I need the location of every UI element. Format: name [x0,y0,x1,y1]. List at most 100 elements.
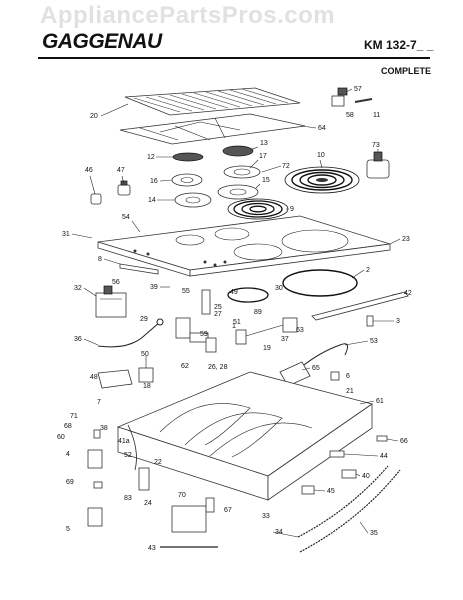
thermostat-knob [366,151,390,179]
ring-reflector-2 [282,269,358,297]
callout-60: 60 [57,434,65,441]
callout-53: 53 [370,338,378,345]
callout-31: 31 [62,231,70,238]
callout-17: 17 [259,153,267,160]
transformer-70 [171,497,215,533]
heating-cable-35 [299,469,401,553]
callout-25: 25 [214,304,222,311]
callout-73: 73 [372,142,380,149]
callout-15: 15 [262,177,270,184]
callout-89: 89 [254,309,262,316]
ring-30 [227,287,269,303]
callout-55: 55 [182,288,190,295]
bracket-24 [138,467,150,491]
pan-support-grid [119,113,306,145]
callout-6: 6 [346,373,350,380]
callout-56: 56 [112,279,120,286]
callout-11: 11 [373,112,380,119]
callout-9: 9 [290,206,294,213]
callout-24: 24 [144,500,152,507]
callout-8: 8 [98,256,102,263]
bottom-housing-tray [116,371,373,501]
callout-70: 70 [178,492,186,499]
gas-valve-assembly [175,289,298,353]
callout-27: 27 [214,311,222,318]
callout-14: 14 [148,197,156,204]
callout-33: 33 [262,513,270,520]
trim-strip-56 [119,263,159,275]
callout-26-28: 26, 28 [208,364,228,371]
callout-30: 30 [275,285,283,292]
callout-68: 68 [64,423,72,430]
burner-cap-12 [172,152,204,162]
watermark-text: AppliancePartsPros.com [40,2,336,29]
thermocouple-wire-53 [299,343,349,369]
callout-7: 7 [97,399,101,406]
callout-54: 54 [122,214,130,221]
model-number: KM 132-7_ _ [364,38,434,52]
callout-4: 4 [66,451,70,458]
callout-19: 19 [263,345,271,352]
fitting-21 [330,371,340,381]
callout-48: 48 [90,374,98,381]
callout-20: 20 [90,113,98,120]
burner-head-17 [223,165,261,179]
callout-36: 36 [74,336,82,343]
heating-element-large [284,166,360,194]
callout-45: 45 [327,488,335,495]
cooktop-surface [97,215,391,277]
callout-23: 23 [402,236,410,243]
callout-37: 37 [281,336,289,343]
connector-58 [331,87,348,107]
callout-62: 62 [181,363,189,370]
burner-body-15 [217,184,259,200]
callout-21: 21 [346,388,354,395]
callout-43: 43 [148,545,156,552]
screw-11 [354,98,373,103]
callout-58: 58 [346,112,354,119]
heating-element-small [227,198,289,220]
electrode-3 [366,315,374,327]
bracket-49 [97,369,133,389]
callout-32: 32 [74,285,82,292]
callout-52: 52 [124,452,132,459]
callout-47: 47 [117,167,125,174]
callout-42: 42 [404,290,412,297]
leader-lines [71,88,403,538]
callout-3: 3 [396,318,400,325]
callout-71: 71 [70,413,78,420]
callout-5: 5 [66,526,70,533]
callout-44: 44 [380,453,388,460]
callout-13: 13 [260,140,268,147]
energy-regulator-32 [95,285,127,318]
callout-67: 67 [224,507,232,514]
callout-2: 2 [366,267,370,274]
callout-65: 65 [312,365,320,372]
callout-34: 34 [275,529,283,536]
callout-72: 72 [282,163,290,170]
callout-59: 59 [200,331,208,338]
burner-cap-13 [222,145,254,157]
harness-36 [127,424,137,471]
probe-37 [97,318,164,348]
knob-46 [90,193,102,205]
callout-64: 64 [318,125,326,132]
valve-18 [138,356,154,383]
callout-41a: 41a [118,438,130,445]
callout-49: 49 [230,289,238,296]
cast-iron-grate [124,87,301,116]
callout-46: 46 [85,167,93,174]
callout-57: 57 [354,86,362,93]
rail-42 [311,291,409,321]
callout-50: 50 [141,351,149,358]
callout-18: 18 [143,383,151,390]
callout-51: 51 [233,319,241,326]
callout-12: 12 [147,154,155,161]
header-divider [38,57,430,59]
callout-29: 29 [140,316,148,323]
callout-10: 10 [317,152,325,159]
brand-logo: GAGGENAU [42,30,162,53]
burner-body-14 [174,192,212,208]
callout-35: 35 [370,530,378,537]
